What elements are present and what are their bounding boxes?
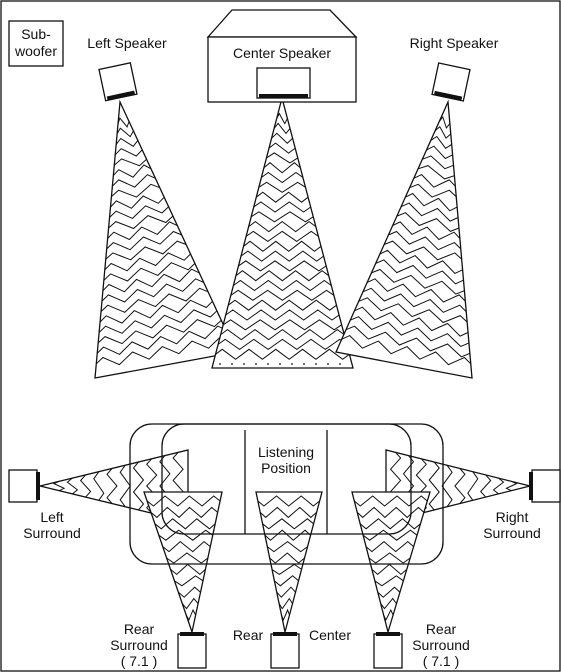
rear-left-beam: [143, 491, 223, 635]
left-speaker-label: Left Speaker: [87, 35, 167, 51]
rear-left-label-line1: Rear: [124, 621, 155, 637]
rear-right-beam: [351, 491, 431, 635]
left-surround-label-line2: Surround: [23, 525, 81, 541]
center-speaker-grille: [259, 94, 308, 98]
subwoofer-box: [8, 20, 64, 67]
rear-right-label-line2: Surround: [412, 637, 470, 653]
right-surround-speaker: [531, 469, 561, 503]
rear-center-beam: [255, 491, 323, 633]
listening-position-label-line2: Position: [261, 460, 311, 476]
rear-right-label-line1: Rear: [426, 621, 457, 637]
rear-left-grille: [180, 632, 204, 636]
right-surround-label-line2: Surround: [483, 525, 541, 541]
listening-position-label-line1: Listening: [258, 444, 314, 460]
rear-left-label-line2: Surround: [110, 637, 168, 653]
rear-left-label-line3: ( 7.1 ): [121, 653, 158, 669]
sound-beams: [39, 95, 531, 635]
rear-center-label-a: Rear: [233, 627, 264, 643]
center-speaker-label: Center Speaker: [233, 45, 331, 61]
center-speaker-driver: [256, 67, 311, 99]
left-speaker: [98, 62, 138, 102]
rear-left-speaker: [177, 633, 207, 669]
rear-center-speaker: [270, 633, 300, 669]
left-surround-label-line1: Left: [40, 509, 63, 525]
left-surround-grille: [36, 472, 40, 500]
rear-center-label-b: Center: [309, 627, 351, 643]
rear-right-speaker: [373, 633, 403, 669]
left-front-beam: [94, 99, 237, 379]
subwoofer-label-line1: Sub-: [21, 26, 51, 42]
center-speaker-top: [206, 9, 358, 38]
subwoofer-label-line2: woofer: [14, 43, 57, 59]
right-front-beam: [335, 99, 473, 379]
right-surround-grille: [529, 472, 533, 500]
center-beam: [211, 95, 354, 369]
right-surround-label-line1: Right: [496, 509, 529, 525]
left-surround-speaker: [8, 469, 38, 503]
right-speaker: [431, 62, 471, 102]
rear-center-grille: [273, 632, 297, 636]
right-speaker-label: Right Speaker: [410, 35, 499, 51]
rear-right-grille: [376, 632, 400, 636]
listening-sofa: [129, 423, 444, 565]
rear-right-label-line3: ( 7.1 ): [423, 653, 460, 669]
